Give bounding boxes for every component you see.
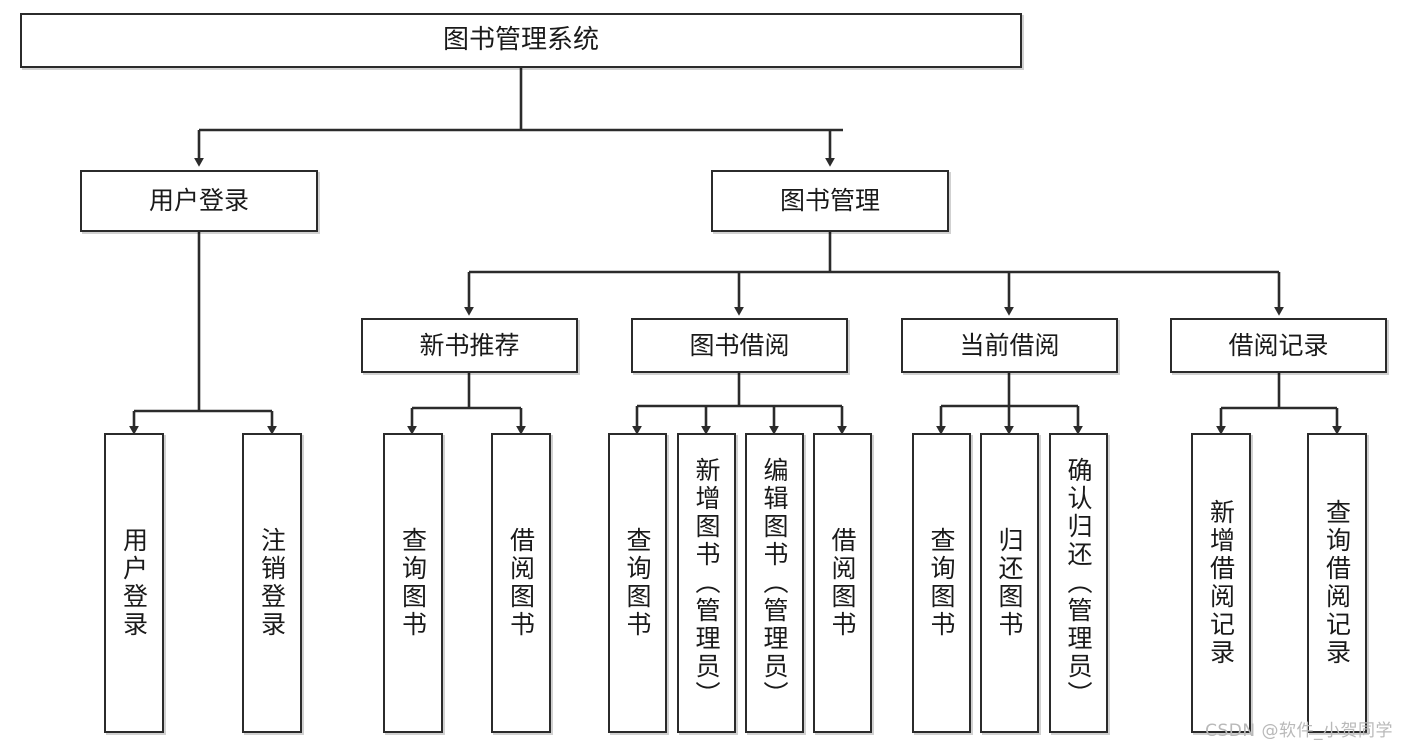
node-label: 借阅图书 xyxy=(506,527,536,639)
node-label: 新增图书（管理员） xyxy=(692,457,721,709)
node-label: 编辑图书（管理员） xyxy=(760,457,789,709)
node-label: 图书借阅 xyxy=(689,330,790,360)
node-leaf-edit-book-admin[interactable]: 编辑图书（管理员） xyxy=(745,433,804,733)
node-label: 借阅图书 xyxy=(828,527,857,639)
node-label: 查询图书 xyxy=(623,527,652,639)
node-leaf-logout[interactable]: 注销登录 xyxy=(242,433,302,733)
node-label: 图书管理 xyxy=(779,186,880,216)
node-label: 新增借阅记录 xyxy=(1206,499,1236,667)
node-label: 确认归还（管理员） xyxy=(1064,457,1093,709)
node-label: 新书推荐 xyxy=(419,330,520,360)
node-leaf-query-book-recommend[interactable]: 查询图书 xyxy=(383,433,443,733)
node-label: 图书管理系统 xyxy=(442,25,599,56)
node-label: 用户登录 xyxy=(119,527,149,639)
node-leaf-confirm-return-admin[interactable]: 确认归还（管理员） xyxy=(1049,433,1108,733)
node-user-login[interactable]: 用户登录 xyxy=(80,170,318,232)
node-label: 用户登录 xyxy=(148,186,249,216)
node-leaf-return-book[interactable]: 归还图书 xyxy=(980,433,1039,733)
node-label: 注销登录 xyxy=(257,527,287,639)
node-leaf-borrow-book[interactable]: 借阅图书 xyxy=(813,433,872,733)
node-leaf-query-borrow-record[interactable]: 查询借阅记录 xyxy=(1307,433,1367,733)
node-label: 查询图书 xyxy=(398,527,428,639)
node-book-management[interactable]: 图书管理 xyxy=(711,170,949,232)
node-label: 当前借阅 xyxy=(959,330,1060,360)
node-leaf-query-book-current[interactable]: 查询图书 xyxy=(912,433,971,733)
node-current-borrow[interactable]: 当前借阅 xyxy=(901,318,1118,373)
csdn-watermark: CSDN @软件_小贺同学 xyxy=(1205,721,1393,741)
node-leaf-user-login[interactable]: 用户登录 xyxy=(104,433,164,733)
node-label: 查询图书 xyxy=(927,527,956,639)
node-label: 借阅记录 xyxy=(1228,330,1329,360)
node-book-borrow[interactable]: 图书借阅 xyxy=(631,318,848,373)
node-label: 归还图书 xyxy=(995,527,1024,639)
node-leaf-add-borrow-record[interactable]: 新增借阅记录 xyxy=(1191,433,1251,733)
node-new-book-recommend[interactable]: 新书推荐 xyxy=(361,318,578,373)
node-borrow-record[interactable]: 借阅记录 xyxy=(1170,318,1387,373)
node-leaf-query-book[interactable]: 查询图书 xyxy=(608,433,667,733)
node-root-system[interactable]: 图书管理系统 xyxy=(20,13,1022,68)
node-label: 查询借阅记录 xyxy=(1322,499,1352,667)
node-leaf-add-book-admin[interactable]: 新增图书（管理员） xyxy=(677,433,736,733)
node-leaf-borrow-book-recommend[interactable]: 借阅图书 xyxy=(491,433,551,733)
